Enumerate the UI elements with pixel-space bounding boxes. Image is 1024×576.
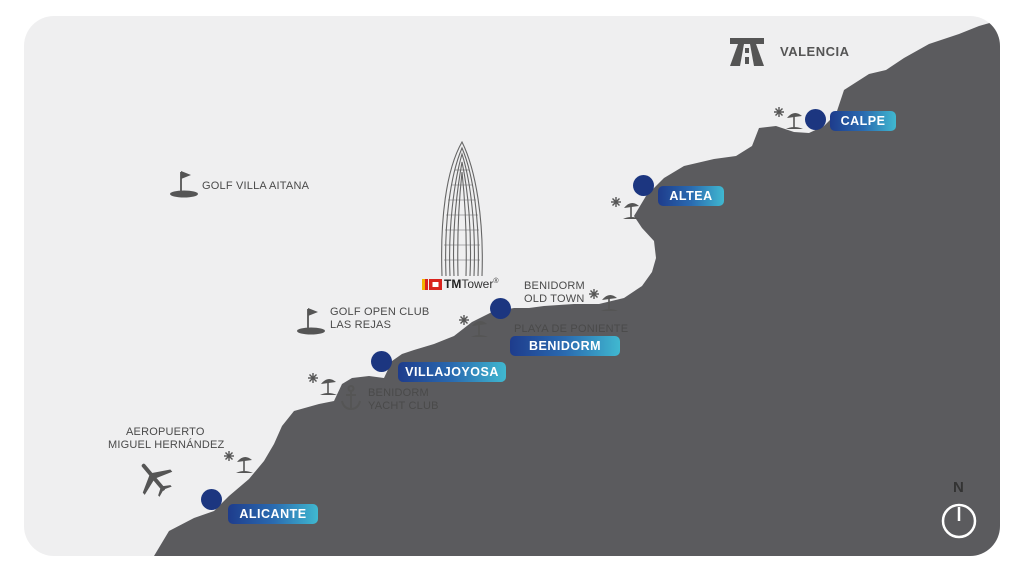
city-marker-villajoyosa[interactable] [371, 351, 392, 372]
airport-label-line2: MIGUEL HERNÁNDEZ [108, 439, 225, 451]
compass-north-letter: N [953, 479, 964, 496]
golf-flag-icon [170, 171, 198, 198]
tm-tower-brand: TMTower® [444, 277, 499, 291]
benidorm-old-town-label-line2: OLD TOWN [524, 293, 585, 305]
city-marker-benidorm[interactable] [490, 298, 511, 319]
city-label-calpe[interactable]: CALPE [830, 111, 896, 131]
highway-icon [730, 38, 764, 66]
city-label-altea[interactable]: ALTEA [658, 186, 724, 206]
tm-tower-brand-rest: Tower [461, 277, 494, 291]
beach-icon [224, 451, 253, 473]
city-marker-calpe[interactable] [805, 109, 826, 130]
yacht-club-label-line1: BENIDORM [368, 387, 429, 399]
beach-icon [589, 289, 618, 311]
tm-logo-icon [422, 279, 442, 290]
golf-open-club-label-line1: GOLF OPEN CLUB [330, 306, 430, 318]
benidorm-old-town-label-line1: BENIDORM [524, 280, 585, 292]
beach-icon [459, 315, 488, 337]
playa-de-poniente-label: PLAYA DE PONIENTE [514, 323, 629, 335]
city-marker-altea[interactable] [633, 175, 654, 196]
highway-destination-label: VALENCIA [780, 44, 850, 59]
tm-tower-icon [441, 140, 483, 276]
tm-tower-mark: ® [493, 278, 499, 285]
city-label-villajoyosa[interactable]: VILLAJOYOSA [398, 362, 506, 382]
airport-label-line1: AEROPUERTO [126, 426, 205, 438]
tm-tower-brand-bold: TM [444, 277, 462, 291]
sea-area [154, 20, 1000, 556]
airplane-icon [141, 463, 173, 497]
compass-icon [941, 503, 977, 539]
beach-icon [611, 197, 640, 219]
yacht-club-label-line2: YACHT CLUB [368, 400, 439, 412]
beach-icon [774, 107, 803, 129]
city-label-benidorm[interactable]: BENIDORM [510, 336, 620, 356]
golf-open-club-label-line2: LAS REJAS [330, 319, 392, 331]
beach-icon [308, 373, 337, 395]
coastal-map: VALENCIA CALPE ALTEA BENIDORM PLAYA DE P… [24, 16, 1000, 556]
golf-flag-icon [297, 308, 325, 335]
city-marker-alicante[interactable] [201, 489, 222, 510]
anchor-icon [341, 385, 361, 411]
golf-villa-aitana-label: GOLF VILLA AITANA [202, 180, 310, 192]
city-label-alicante[interactable]: ALICANTE [228, 504, 318, 524]
